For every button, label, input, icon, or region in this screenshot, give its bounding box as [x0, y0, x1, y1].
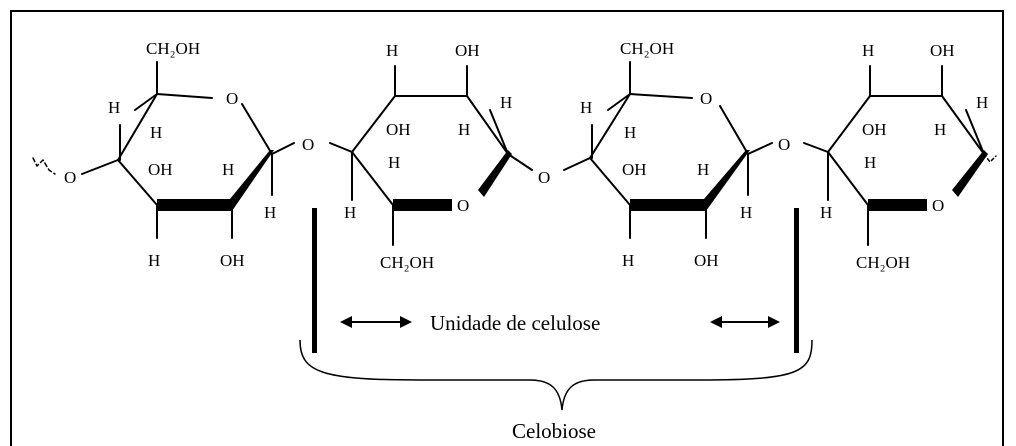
ring3-bottom-h: H — [622, 251, 634, 270]
ring2-bottom-substituent: CH₂OH — [380, 253, 434, 272]
ring4-inner-oh: OH — [862, 120, 887, 139]
linkage-oxygen-3-4: O — [778, 135, 790, 154]
ring1-anomeric-h: H — [264, 203, 276, 222]
ring3-inner-h2: H — [697, 160, 709, 179]
figure-frame — [10, 10, 1004, 446]
ring3-ring-oxygen: O — [700, 89, 712, 108]
ring2-left-h: H — [344, 203, 356, 222]
ring3-bottom-oh: OH — [694, 251, 719, 270]
unit-boundary-left — [312, 208, 317, 353]
ring3-upper-left-h: H — [580, 98, 592, 117]
ring4-ring-oxygen: O — [932, 196, 944, 215]
arrow-left — [340, 316, 412, 328]
chain-end-right — [983, 153, 997, 163]
ring1-upper-left-h: H — [108, 98, 120, 117]
unit-boundary-right — [794, 208, 799, 353]
linkage-oxygen-1-2: O — [302, 135, 314, 154]
ring4-top-oh: OH — [930, 41, 955, 60]
linkage-oxygen-left: O — [64, 168, 76, 187]
ring4-left-h: H — [820, 203, 832, 222]
ring1-bottom-h: H — [148, 251, 160, 270]
ring2-inner-oh: OH — [386, 120, 411, 139]
ring3-anomeric-h: H — [740, 203, 752, 222]
ring2-inner-h: H — [458, 120, 470, 139]
ring1-inner-h: H — [150, 123, 162, 142]
glucose-ring-4 — [803, 65, 988, 246]
glucose-ring-1 — [117, 61, 295, 239]
cellobiose-brace — [299, 339, 813, 411]
ring1-top-substituent: CH₂OH — [146, 39, 200, 58]
ring4-inner-h: H — [934, 120, 946, 139]
linkage-oxygen-2-3: O — [538, 168, 550, 187]
cellobiose-label: Celobiose — [512, 419, 596, 443]
glucose-ring-3 — [563, 61, 773, 239]
ring4-right-h: H — [976, 93, 988, 112]
ring1-bottom-oh: OH — [220, 251, 245, 270]
ring1-ring-oxygen: O — [226, 89, 238, 108]
glucose-ring-2 — [329, 65, 533, 246]
chain-end-left — [32, 157, 56, 175]
ring3-inner-h: H — [624, 123, 636, 142]
cellulose-unit-label: Unidade de celulose — [430, 311, 600, 335]
ring2-top-h: H — [386, 41, 398, 60]
ring2-top-oh: OH — [455, 41, 480, 60]
ring4-bottom-substituent: CH₂OH — [856, 253, 910, 272]
ring2-right-h: H — [500, 93, 512, 112]
ring2-inner-h2: H — [388, 153, 400, 172]
ring4-inner-h2: H — [864, 153, 876, 172]
ring4-top-h: H — [862, 41, 874, 60]
arrow-right — [710, 316, 780, 328]
ring2-ring-oxygen: O — [457, 196, 469, 215]
ring3-top-substituent: CH₂OH — [620, 39, 674, 58]
ring3-inner-oh: OH — [622, 160, 647, 179]
ring1-inner-oh: OH — [148, 160, 173, 179]
ring1-inner-h2: H — [222, 160, 234, 179]
